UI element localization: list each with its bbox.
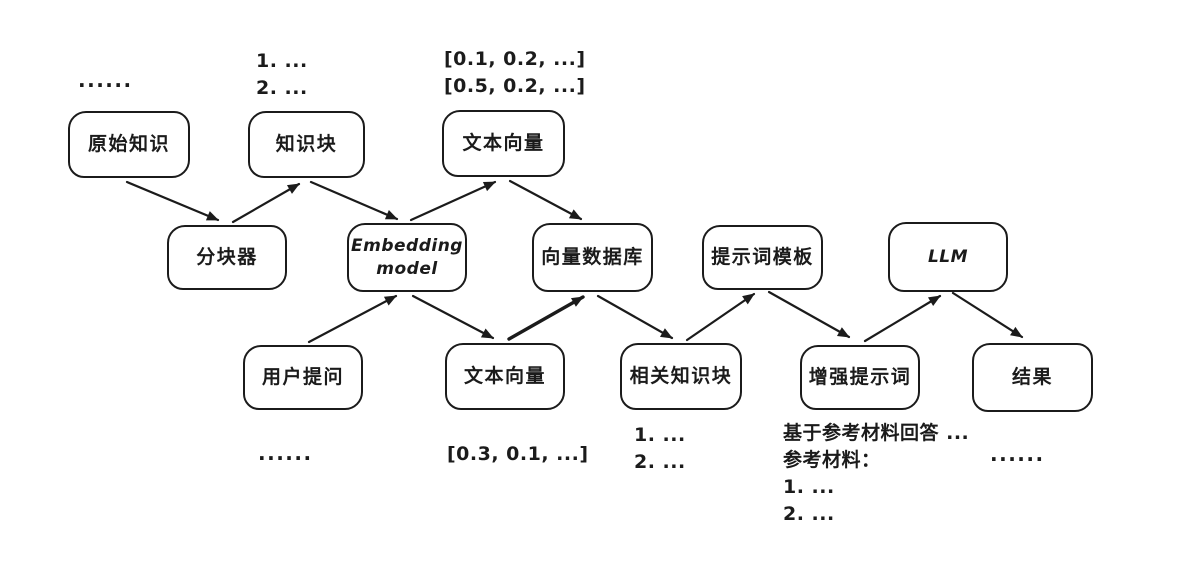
user-question-dots-annotation: ...... — [258, 441, 313, 465]
arrow-text-vector-bottom-to-vector-database — [507, 295, 585, 341]
node-knowledge-chunk-label: 知识块 — [275, 133, 338, 156]
node-original-knowledge: 原始知识 — [68, 111, 190, 178]
node-related-chunks: 相关知识块 — [620, 343, 742, 410]
annotation-line: 1. ... — [783, 476, 835, 498]
raw-knowledge-dots-annotation: ...... — [78, 68, 133, 92]
arrow-knowledge-chunk-to-embedding-model — [309, 180, 399, 221]
node-text-vector-top: 文本向量 — [442, 110, 565, 177]
annotation-line: 2. ... — [783, 503, 835, 525]
arrow-embedding-model-to-text-vector-top — [409, 180, 497, 222]
node-llm: LLM — [888, 222, 1008, 292]
chunk-list-bottom-annotation: 1. ... 2. ... — [634, 422, 686, 476]
node-chunker: 分块器 — [167, 225, 287, 290]
annotation-line: 2. ... — [256, 77, 308, 99]
arrow-original-knowledge-to-chunker — [125, 180, 220, 222]
node-text-vector-bottom-label: 文本向量 — [463, 365, 546, 388]
node-prompt-template-label: 提示词模板 — [711, 246, 814, 269]
node-llm-label: LLM — [927, 246, 969, 267]
annotation-line: 参考材料： — [783, 449, 881, 471]
arrow-chunker-to-knowledge-chunk — [231, 182, 301, 224]
arrow-vector-database-to-related-chunks — [596, 294, 674, 340]
node-chunker-label: 分块器 — [196, 246, 258, 269]
node-text-vector-bottom: 文本向量 — [445, 343, 565, 410]
node-user-question-label: 用户提问 — [261, 366, 344, 389]
node-vector-database: 向量数据库 — [532, 223, 653, 292]
node-vector-database-label: 向量数据库 — [541, 246, 644, 269]
node-result: 结果 — [972, 343, 1093, 412]
annotation-line: [0.5, 0.2, ...] — [444, 75, 586, 97]
node-user-question: 用户提问 — [243, 345, 363, 410]
arrow-text-vector-top-to-vector-database — [508, 179, 583, 221]
node-knowledge-chunk: 知识块 — [248, 111, 365, 178]
annotation-line: 1. ... — [634, 424, 686, 446]
arrow-user-question-to-embedding-model — [307, 294, 398, 344]
arrow-prompt-template-to-enhanced-prompt — [767, 290, 851, 339]
node-embedding-model: Embedding model — [347, 223, 467, 292]
result-dots-annotation: ...... — [990, 442, 1045, 466]
arrow-related-chunks-to-prompt-template — [685, 292, 756, 342]
vector-value-bottom-annotation: [0.3, 0.1, ...] — [447, 443, 589, 465]
node-result-label: 结果 — [1011, 366, 1053, 389]
node-enhanced-prompt-label: 增强提示词 — [808, 366, 912, 389]
arrow-embedding-model-to-text-vector-bottom — [411, 294, 495, 340]
annotation-line: 1. ... — [256, 50, 308, 72]
knowledge-chunk-list-annotation: 1. ... 2. ... — [256, 48, 308, 102]
annotation-line: 基于参考材料回答 ... — [783, 422, 970, 444]
node-original-knowledge-label: 原始知识 — [87, 133, 170, 156]
node-text-vector-top-label: 文本向量 — [462, 132, 545, 155]
node-related-chunks-label: 相关知识块 — [629, 365, 733, 388]
node-prompt-template: 提示词模板 — [702, 225, 823, 290]
node-enhanced-prompt: 增强提示词 — [800, 345, 920, 410]
vector-list-top-annotation: [0.1, 0.2, ...] [0.5, 0.2, ...] — [444, 46, 586, 100]
arrow-enhanced-prompt-to-llm — [863, 294, 942, 343]
enhanced-prompt-text-annotation: 基于参考材料回答 ... 参考材料： 1. ... 2. ... — [783, 420, 969, 528]
arrow-llm-to-result — [951, 291, 1024, 339]
node-embedding-model-label: Embedding model — [351, 236, 463, 279]
annotation-line: 2. ... — [634, 451, 686, 473]
annotation-line: [0.1, 0.2, ...] — [444, 48, 586, 70]
